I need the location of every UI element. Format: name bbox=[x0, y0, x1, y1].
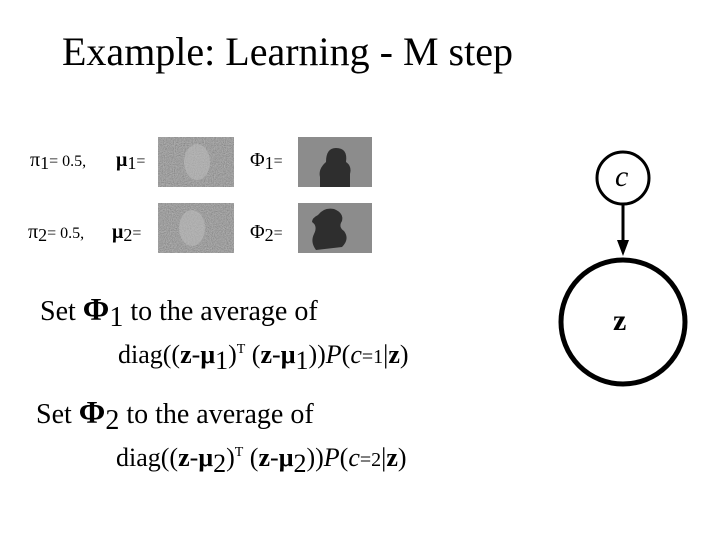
row-1-pi: π1= 0.5, bbox=[30, 149, 87, 173]
statement-2-line-1: Set Φ2 to the average of bbox=[36, 394, 314, 436]
row-1-mu: μ1= bbox=[116, 149, 146, 173]
slide-title: Example: Learning - M step bbox=[62, 29, 513, 74]
statement-1-formula: diag((z-μ1)T (z-μ1))P(c=1|z) bbox=[118, 340, 409, 375]
node-c-label: c bbox=[615, 160, 629, 193]
row-2-pi: π2= 0.5, bbox=[28, 221, 85, 245]
node-z bbox=[558, 257, 688, 387]
edge-arrowhead bbox=[617, 240, 629, 256]
node-z-label: z bbox=[613, 304, 627, 337]
statement-1-line-1: Set Φ1 to the average of bbox=[40, 291, 318, 333]
variance-image-1 bbox=[298, 137, 372, 187]
statement-2-formula: diag((z-μ2)T (z-μ2))P(c=2|z) bbox=[116, 443, 407, 478]
row-2-phi: Φ2= bbox=[250, 221, 283, 245]
mean-image-1 bbox=[158, 137, 234, 187]
row-2-mu: μ2= bbox=[112, 221, 142, 245]
row-1-phi: Φ1= bbox=[250, 149, 283, 173]
mean-image-2 bbox=[158, 203, 234, 253]
variance-image-2 bbox=[298, 203, 372, 253]
